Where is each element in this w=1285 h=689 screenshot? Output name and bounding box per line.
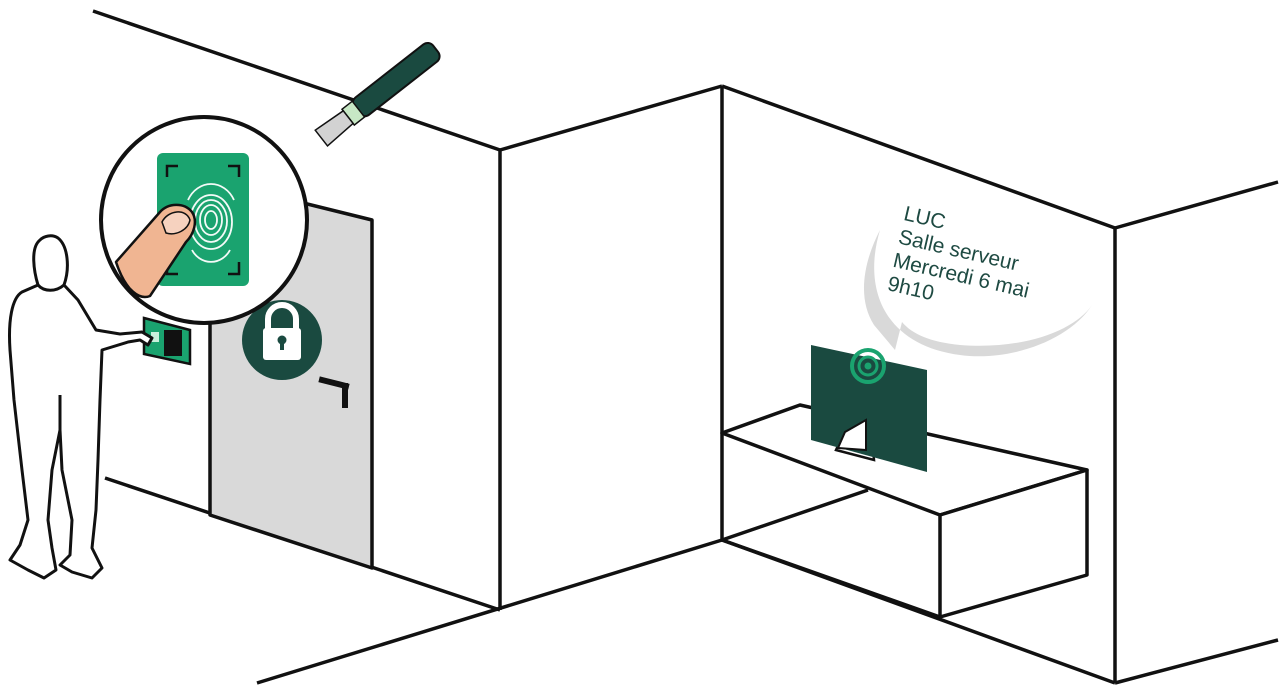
- magnifier-handle: [350, 40, 442, 119]
- magnifying-glass: [101, 40, 442, 323]
- access-notification: LUC Salle serveur Mercredi 6 mai 9h10: [885, 202, 1042, 326]
